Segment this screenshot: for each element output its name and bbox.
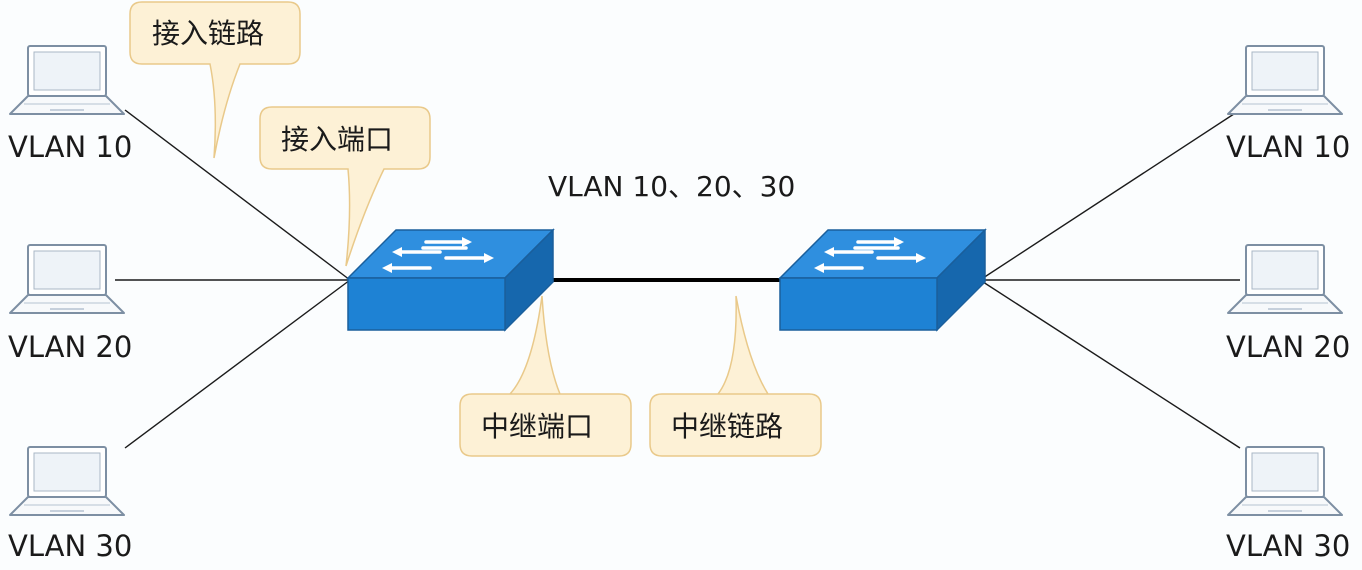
- callout-trunk-link: 中继链路: [649, 295, 822, 457]
- host-label-left-3: VLAN 30: [8, 529, 132, 563]
- laptop-icon: [9, 446, 125, 516]
- laptop-icon: [1227, 244, 1343, 314]
- access-link-left-3: [124, 279, 351, 449]
- access-link-right-3: [979, 279, 1241, 449]
- laptop-icon: [9, 45, 125, 115]
- access-links-right: [979, 109, 1241, 449]
- callout-access-port: 接入端口: [259, 106, 431, 267]
- laptop-icon: [1227, 446, 1343, 516]
- callout-trunk-port: 中继端口: [459, 295, 632, 457]
- access-link-right-1: [979, 109, 1241, 281]
- host-label-right-2: VLAN 20: [1226, 330, 1350, 364]
- callout-trunk-port-text: 中继端口: [481, 410, 593, 443]
- access-links-left: [115, 109, 351, 449]
- host-label-left-2: VLAN 20: [8, 330, 132, 364]
- host-label-right-3: VLAN 30: [1226, 529, 1350, 563]
- callout-trunk-link-text: 中继链路: [671, 410, 783, 443]
- laptop-icon: [9, 244, 125, 314]
- callout-access-link: 接入链路: [129, 1, 301, 159]
- host-label-left-1: VLAN 10: [8, 130, 132, 164]
- callout-access-link-text: 接入链路: [152, 17, 264, 50]
- host-label-right-1: VLAN 10: [1226, 130, 1350, 164]
- access-link-left-1: [124, 109, 351, 281]
- laptop-icon: [1227, 45, 1343, 115]
- switch-left-icon: [346, 228, 555, 332]
- callout-access-port-text: 接入端口: [281, 123, 393, 156]
- trunk-vlans-label: VLAN 10、20、30: [548, 170, 795, 203]
- switch-right-icon: [778, 228, 987, 332]
